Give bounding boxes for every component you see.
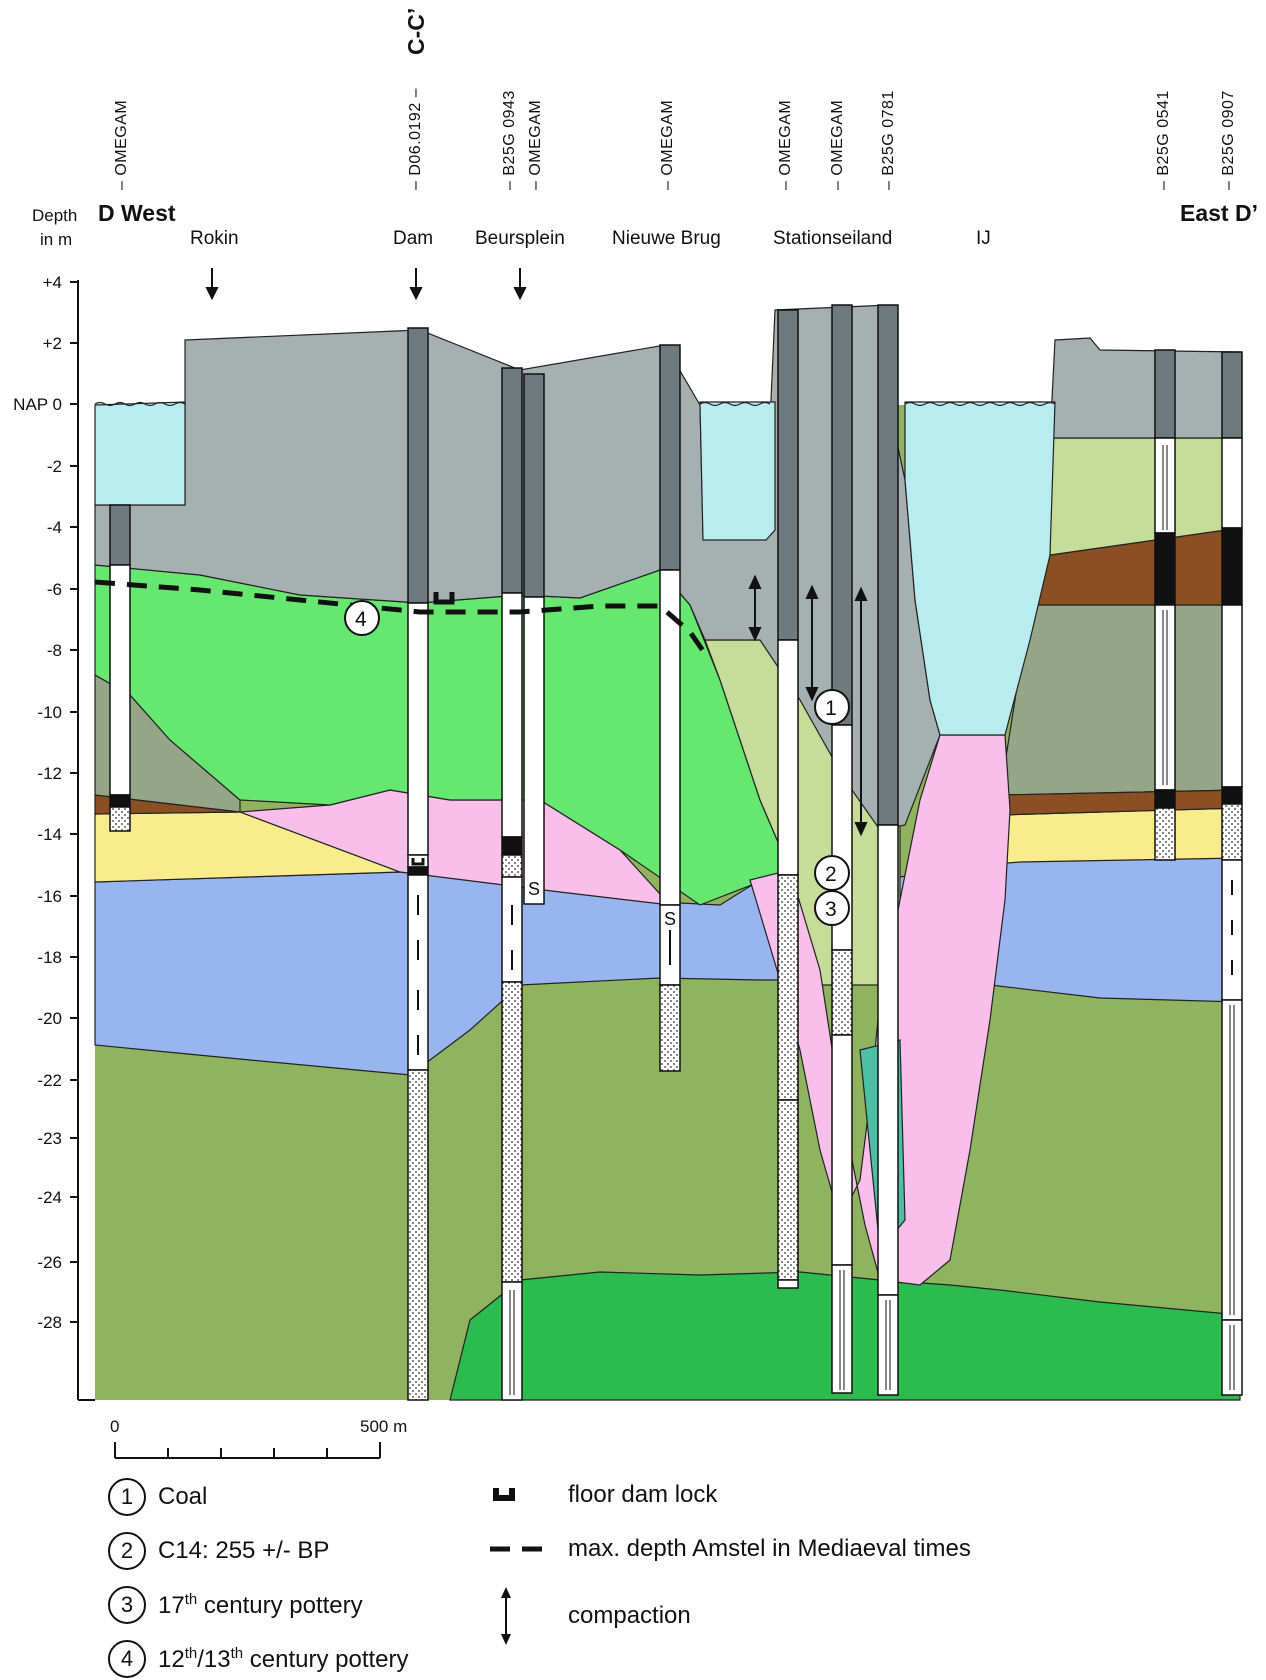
depth-tick-label: -6: [47, 580, 62, 599]
location-arrows: [205, 268, 527, 301]
marker-4: 4: [355, 608, 367, 631]
sand-mark: S: [528, 879, 540, 899]
borehole-label: – OMEGAM: [659, 100, 676, 190]
layer-yellow-east: [994, 807, 1241, 865]
legend-text: C14: 255 +/- BP: [158, 1537, 330, 1564]
legend-number: 2: [108, 1532, 146, 1570]
west-end-label: D West: [98, 200, 176, 226]
legend-text: max. depth Amstel in Mediaeval times: [568, 1535, 971, 1562]
depth-tick-label: -28: [37, 1313, 62, 1332]
borehole-label: – OMEGAM: [527, 100, 544, 190]
location-label: Stationseiland: [773, 228, 892, 249]
legend-12th-13th-pottery: 4 12th/13th century pottery: [108, 1640, 409, 1678]
marker-1: 1: [825, 697, 837, 720]
depth-tick-label: -14: [37, 825, 62, 844]
legend-text: 12th/13th century pottery: [158, 1644, 409, 1673]
borehole-label: – D06.0192 –: [407, 88, 424, 190]
location-label: Dam: [393, 228, 433, 249]
depth-tick-label: -10: [37, 703, 62, 722]
legend-number: 4: [108, 1640, 146, 1678]
depth-tick-label: -16: [37, 887, 62, 906]
legend-max-depth: max. depth Amstel in Mediaeval times: [488, 1532, 971, 1566]
legend-17th-pottery: 3 17th century pottery: [108, 1586, 363, 1624]
mediaeval-amstel-depth-line: [94, 579, 709, 657]
legend-floor-dam-lock: floor dam lock: [488, 1478, 717, 1512]
layer-grey-green-east: [999, 604, 1241, 796]
legend-text: floor dam lock: [568, 1481, 718, 1508]
dashed-line-icon: [488, 1532, 558, 1566]
depth-tick-label: +4: [43, 273, 62, 292]
borehole-label: – B25G 0907: [1220, 90, 1237, 190]
east-end-label: East D’: [1180, 200, 1258, 226]
sand-mark: S: [664, 909, 676, 929]
depth-tick-label: -24: [37, 1188, 62, 1207]
location-label: Nieuwe Brug: [612, 228, 721, 249]
depth-label-line2: in m: [40, 230, 72, 249]
depth-tick-label: -2: [47, 457, 62, 476]
depth-tick-label: -20: [37, 1009, 62, 1028]
borehole-label: – B25G 0541: [1155, 90, 1172, 190]
markers: 1 2 3 4: [344, 600, 850, 926]
scale-bar: 0 500 m: [110, 1417, 407, 1459]
location-label: Beursplein: [475, 228, 565, 249]
scale-end: 500 m: [360, 1417, 407, 1436]
layer-water-west: [94, 401, 186, 506]
legend-text: Coal: [158, 1483, 208, 1510]
borehole-label: – OMEGAM: [113, 100, 130, 190]
borehole-label: – B25G 0781: [880, 90, 897, 190]
cross-section-label: C-C’: [403, 8, 429, 55]
legend-c14: 2 C14: 255 +/- BP: [108, 1532, 329, 1570]
depth-tick-label: -4: [47, 518, 62, 537]
marker-3: 3: [825, 898, 837, 921]
depth-tick-label: -26: [37, 1253, 62, 1272]
depth-label-line1: Depth: [32, 206, 77, 225]
location-labels: Rokin Dam Beursplein Nieuwe Brug Station…: [190, 228, 991, 249]
compaction-arrow-icon: [488, 1586, 558, 1646]
legend-number: 1: [108, 1478, 146, 1516]
borehole-label: – OMEGAM: [777, 100, 794, 190]
depth-tick-label: -8: [47, 641, 62, 660]
floor-dam-lock-symbol: [433, 592, 455, 605]
legend-number: 3: [108, 1586, 146, 1624]
location-label: Rokin: [190, 228, 239, 249]
depth-tick-label: -12: [37, 764, 62, 783]
legend-text: 17th century pottery: [158, 1590, 363, 1619]
water-surface: [94, 401, 1056, 407]
floor-dam-lock-symbol: [411, 858, 425, 866]
legend-compaction: compaction: [488, 1586, 691, 1646]
marker-2: 2: [825, 863, 837, 886]
depth-tick-label: +2: [43, 334, 62, 353]
scale-start: 0: [110, 1417, 119, 1436]
borehole-labels: – OMEGAM – D06.0192 – – B25G 0943 – OMEG…: [113, 88, 1237, 190]
borehole-label: – B25G 0943: [501, 90, 518, 190]
floor-dam-lock-icon: [488, 1478, 558, 1512]
legend: 1 Coal 2 C14: 255 +/- BP 3 17th century …: [108, 1478, 1208, 1678]
legend-coal: 1 Coal: [108, 1478, 207, 1516]
layer-water-ij: [904, 401, 1056, 736]
depth-tick-label: -23: [37, 1129, 62, 1148]
depth-tick-label: -18: [37, 948, 62, 967]
legend-text: compaction: [568, 1602, 691, 1629]
depth-tick-label: -22: [37, 1071, 62, 1090]
depth-tick-label: NAP 0: [13, 395, 62, 414]
layer-fill-east: [1049, 337, 1241, 439]
compaction-arrows: [748, 574, 868, 837]
borehole-label: – OMEGAM: [829, 100, 846, 190]
location-label: IJ: [976, 228, 991, 249]
boreholes: [109, 304, 1243, 1401]
layer-water-nieuwebrug: [699, 401, 776, 541]
